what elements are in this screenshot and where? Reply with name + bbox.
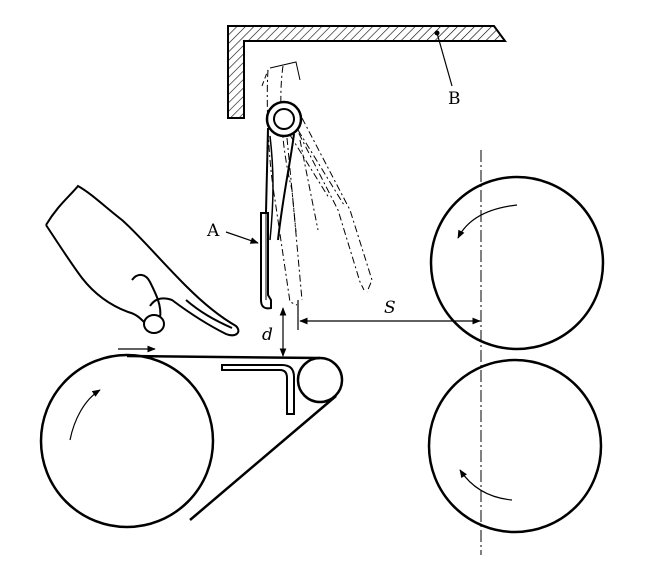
label-s: S (384, 298, 396, 318)
conveyor-belt (39, 353, 344, 529)
upper-roll (429, 175, 605, 351)
label-a: A (206, 221, 220, 241)
drum-rotation-arrow (69, 389, 101, 441)
label-d: d (262, 325, 273, 345)
guard-plate (221, 364, 295, 415)
guard-ghost-positions (261, 61, 373, 306)
dimension-s: S (297, 298, 481, 330)
bracket-b (227, 25, 507, 119)
dimension-d: d (262, 307, 287, 357)
guard-flap-a (260, 100, 303, 310)
lower-roll (427, 358, 603, 534)
hand-icon (45, 184, 240, 337)
label-b: B (448, 89, 461, 109)
label-a-group: A (206, 221, 259, 244)
